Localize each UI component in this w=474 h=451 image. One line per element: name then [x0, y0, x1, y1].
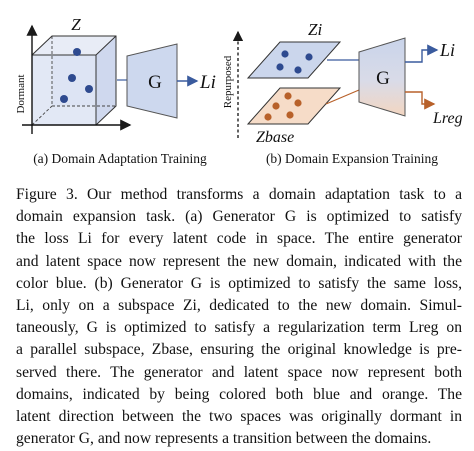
generator-b-label: G	[376, 68, 390, 89]
dormant-axis-label: Dormant	[15, 74, 27, 113]
caption-line: a parallel subspace, Zbase, ensuring the…	[16, 341, 462, 359]
zbase-text: Zbase	[256, 129, 294, 146]
latent-point	[73, 48, 81, 56]
subspace-zbase	[246, 87, 342, 125]
panel-a: Z Dormant G Li	[15, 15, 216, 134]
latent-space-label: Z	[71, 15, 81, 34]
generator-a	[126, 43, 178, 119]
latent-point	[68, 74, 76, 82]
caption-line: served there. The generator and latent s…	[16, 363, 462, 381]
zi-text: Zi	[308, 20, 322, 39]
zi-point	[281, 50, 289, 58]
caption-line: latent direction between the two spaces …	[16, 408, 462, 426]
generator-b	[358, 37, 406, 117]
caption-line: the loss Li for every latent code in spa…	[16, 230, 462, 248]
caption-line: domains, indicated by being colored both…	[16, 385, 462, 403]
zi-point	[305, 53, 313, 61]
latent-point	[60, 95, 68, 103]
zbase-point	[272, 102, 280, 110]
zbase-point	[294, 99, 302, 107]
figure-caption: Figure 3. Our method transforms a domain…	[16, 184, 462, 450]
zbase-point	[264, 113, 272, 121]
zi-point	[276, 63, 284, 71]
caption-line: Figure 3. Our method transforms a domain…	[16, 186, 462, 203]
panel-b: Repurposed Zi Zbase G	[222, 20, 463, 146]
loss-a-label: Li	[199, 72, 216, 93]
subspace-zbase-label: Zbase	[256, 129, 294, 146]
caption-line: Li, only on a subspace Zi, dedicated to …	[16, 297, 462, 315]
caption-line: generator G, and now represents a transi…	[16, 430, 432, 448]
latent-point	[85, 85, 93, 93]
zbase-point	[284, 92, 292, 100]
caption-line: domain expansion task. (a) Generator G i…	[16, 208, 462, 226]
output-arrow-lreg	[405, 91, 436, 110]
figure-3: Z Dormant G Li Repurposed Zi	[0, 0, 474, 175]
latent-cube-top	[32, 36, 116, 55]
latent-cube-side	[96, 36, 116, 125]
caption-line: color blue. (b) Generator G is optimized…	[16, 274, 462, 292]
figure-diagram: Z Dormant G Li Repurposed Zi	[15, 15, 463, 146]
loss-li-label: Li	[439, 40, 455, 60]
zbase-point	[286, 111, 294, 119]
loss-lreg-label: Lreg	[432, 110, 463, 127]
subspace-zi-label: Zi	[308, 20, 322, 39]
generator-a-label: G	[148, 72, 162, 93]
caption-line: taneously, G is optimized to satisfy a r…	[16, 319, 462, 337]
panel-b-caption: (b) Domain Expansion Training	[265, 151, 439, 166]
repurposed-axis-label: Repurposed	[222, 55, 234, 108]
panel-a-caption: (a) Domain Adaptation Training	[33, 151, 207, 166]
output-arrow-li	[405, 44, 439, 63]
subspace-zi	[246, 41, 342, 79]
zi-point	[294, 66, 302, 74]
caption-line: and latent space now represent the new d…	[16, 252, 462, 270]
